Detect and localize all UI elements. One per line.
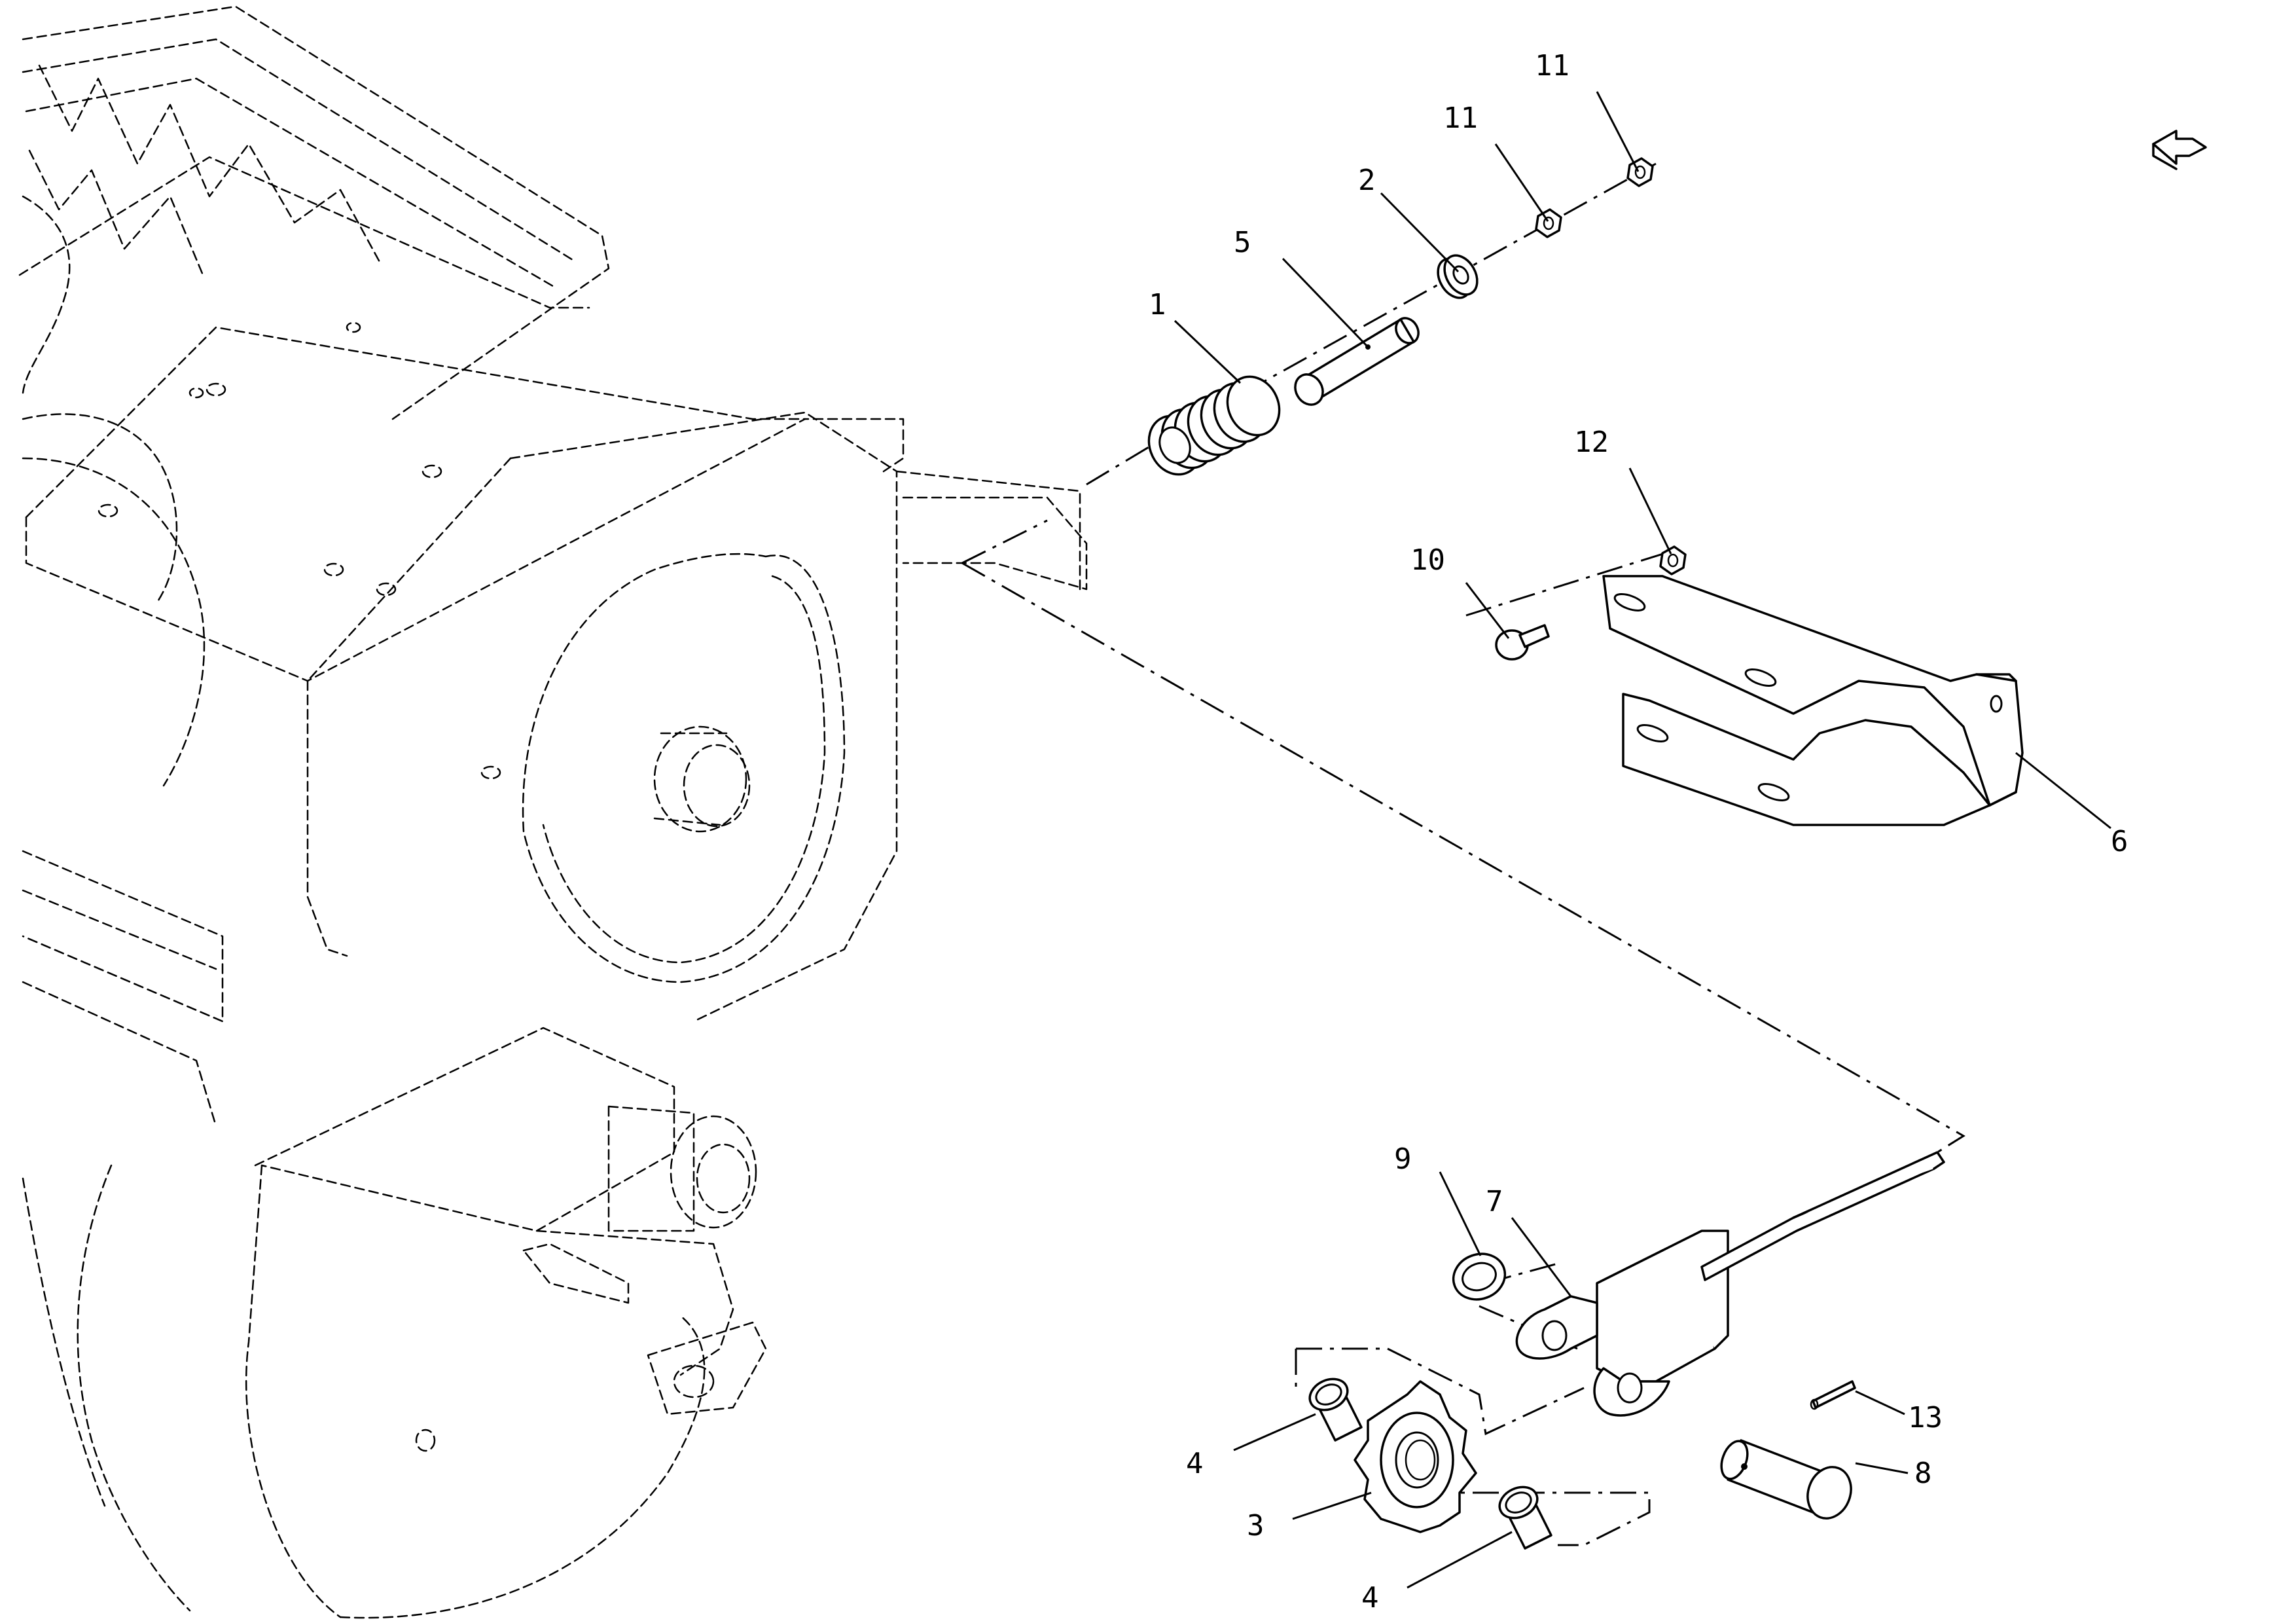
clevis-pin [1720,1439,1852,1520]
callout-5: 5 [1234,226,1251,259]
callout-3: 3 [1247,1509,1265,1542]
mounting-bracket [1602,575,2024,826]
callout-2: 2 [1358,164,1376,197]
hex-nut-1 [1535,208,1562,238]
bushing-upper [1308,1377,1363,1442]
compression-spring [1147,375,1281,476]
tensioner-clevis-arm [1515,1151,1945,1417]
assembly-center-lines [961,162,1965,1546]
callout-11-upper: 11 [1535,49,1570,82]
callout-12: 12 [1574,426,1609,459]
callout-4-lower: 4 [1361,1581,1379,1614]
callout-13: 13 [1908,1401,1943,1434]
spacer-washer [1452,1252,1507,1301]
idler-sprocket [1354,1380,1477,1533]
hex-nut-2 [1626,157,1654,187]
hex-nut-3 [1659,545,1687,575]
callout-10: 10 [1410,543,1445,577]
front-direction-arrow-icon [2152,130,2207,170]
callout-8: 8 [1914,1457,1932,1490]
callout-11-lower: 11 [1443,101,1478,135]
callout-leader-lines [1174,91,2111,1589]
callout-7: 7 [1486,1185,1503,1218]
machine-background-phantom [18,5,1088,1619]
callout-labels: 1 2 3 4 4 5 6 7 8 9 10 11 11 12 13 [1149,49,2128,1614]
bushing-lower [1498,1486,1552,1550]
callout-6: 6 [2111,825,2128,858]
callout-1: 1 [1149,288,1166,321]
callout-9: 9 [1394,1142,1412,1176]
cotter-pin [1810,1380,1856,1410]
flat-washer [1437,254,1479,299]
callout-4-upper: 4 [1186,1447,1204,1480]
carriage-bolt [1495,624,1550,661]
spacer-sleeve [1294,317,1420,406]
